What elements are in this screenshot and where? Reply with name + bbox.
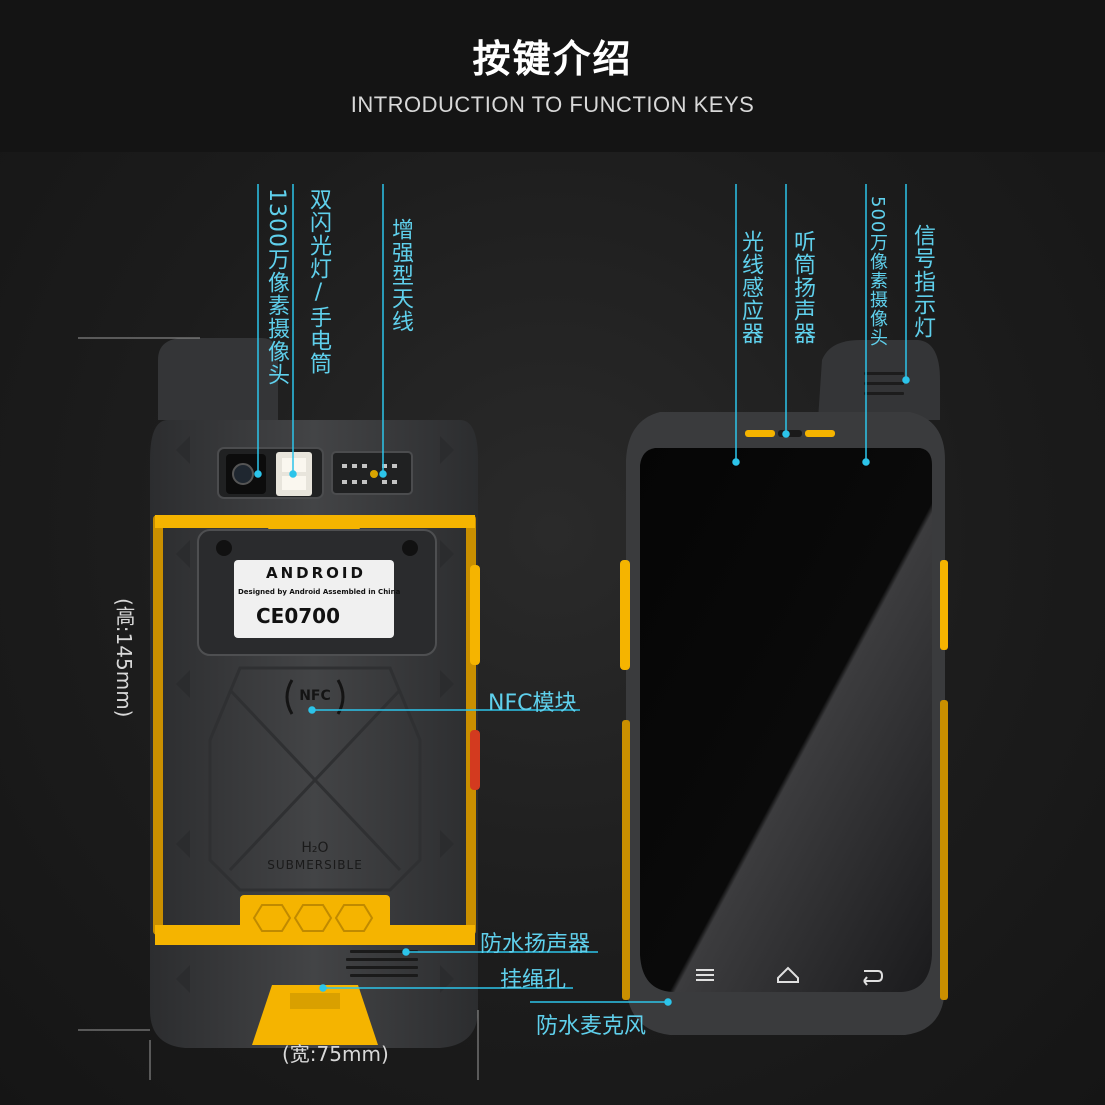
callout-antenna: 增强型天线	[388, 218, 413, 333]
phone-back	[150, 338, 480, 1048]
callout-nfc-module: NFC模块	[488, 691, 577, 716]
dimension-lines	[78, 337, 479, 1080]
callout-earpiece: 听筒扬声器	[790, 230, 815, 345]
callout-lanyard-hole: 挂绳孔	[500, 968, 567, 993]
callout-light-sensor: 光线感应器	[738, 230, 763, 345]
dimension-width: (宽:75mm)	[282, 1042, 389, 1066]
android-logo: ANDROID	[266, 564, 366, 582]
menu-icon[interactable]	[696, 969, 714, 981]
nfc-mark: NFC	[299, 688, 331, 704]
label-design-line: Designed by Android Assembled in China	[238, 588, 401, 596]
ce-mark: CE0700	[256, 604, 341, 628]
callout-camera-13mp: 1300万像素摄像头	[264, 188, 289, 386]
page-subtitle: INTRODUCTION TO FUNCTION KEYS	[350, 92, 755, 117]
submersible-mark: SUBMERSIBLE	[267, 858, 363, 872]
callout-dual-flash: 双闪光灯/手电筒	[306, 188, 331, 375]
callout-waterproof-mic: 防水麦克风	[536, 1014, 647, 1039]
home-icon[interactable]	[777, 966, 799, 983]
dimension-height: (高:145mm)	[112, 598, 136, 718]
h2o-mark: H₂O	[301, 840, 329, 856]
callout-signal-led: 信号指示灯	[910, 224, 935, 339]
header-banner: 按键介绍 INTRODUCTION TO FUNCTION KEYS	[0, 0, 1105, 152]
page-title: 按键介绍	[472, 37, 633, 81]
callout-lines	[254, 184, 910, 1006]
back-icon[interactable]	[863, 970, 884, 986]
phone-front	[620, 340, 948, 1035]
callout-waterproof-speaker: 防水扬声器	[480, 932, 591, 957]
callout-camera-5mp: 500万像素摄像头	[867, 196, 888, 348]
